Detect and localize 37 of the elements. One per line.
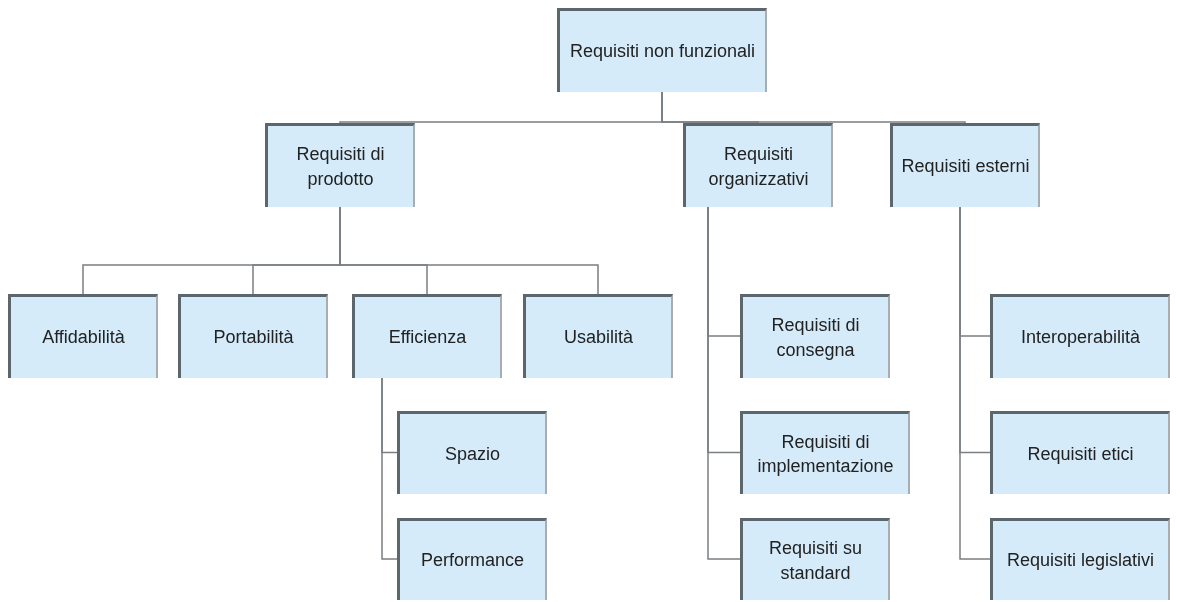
box-label: Performance <box>420 549 524 573</box>
box-label: Requisiti di implementazione <box>756 430 895 478</box>
requirement-box <box>740 411 910 494</box>
requirement-box <box>397 411 547 494</box>
connector-line <box>959 206 991 560</box>
box-label: Portabilità <box>213 326 294 350</box>
box-label: Spazio <box>444 442 500 466</box>
box-label: Interoperabilità <box>1020 326 1141 350</box>
requirement-box <box>397 518 547 600</box>
requirement-box <box>557 8 767 92</box>
box-label: Requisiti di consegna <box>770 314 861 362</box>
box-label: Requisiti di prodotto <box>295 143 386 191</box>
requirement-box <box>683 123 833 207</box>
box-label: Requisiti su standard <box>767 537 863 585</box>
requirement-box <box>990 294 1170 378</box>
connector-line <box>661 91 966 124</box>
box-label: Requisiti legislativi <box>1006 549 1155 573</box>
box-label: Requisiti organizzativi <box>707 143 810 191</box>
requirement-box <box>523 294 673 378</box>
box-label: Requisiti non funzionali <box>569 40 756 64</box>
requirement-box <box>8 294 158 378</box>
requirement-box <box>740 294 890 378</box>
box-label: Requisiti etici <box>1027 442 1134 466</box>
box-label: Usabilità <box>564 326 633 350</box>
requirement-box <box>990 411 1170 494</box>
requirement-box <box>265 123 415 207</box>
connector-line <box>381 377 398 560</box>
box-label: Requisiti esterni <box>901 155 1030 179</box>
connector-line <box>707 206 741 560</box>
requirement-box <box>352 294 502 378</box>
box-label: Efficienza <box>388 326 467 350</box>
requirement-box <box>178 294 328 378</box>
connector-line <box>339 206 599 295</box>
box-label: Affidabilità <box>42 326 125 350</box>
requirement-box <box>890 123 1040 207</box>
requirement-box <box>740 518 890 600</box>
requirement-box <box>990 518 1170 600</box>
